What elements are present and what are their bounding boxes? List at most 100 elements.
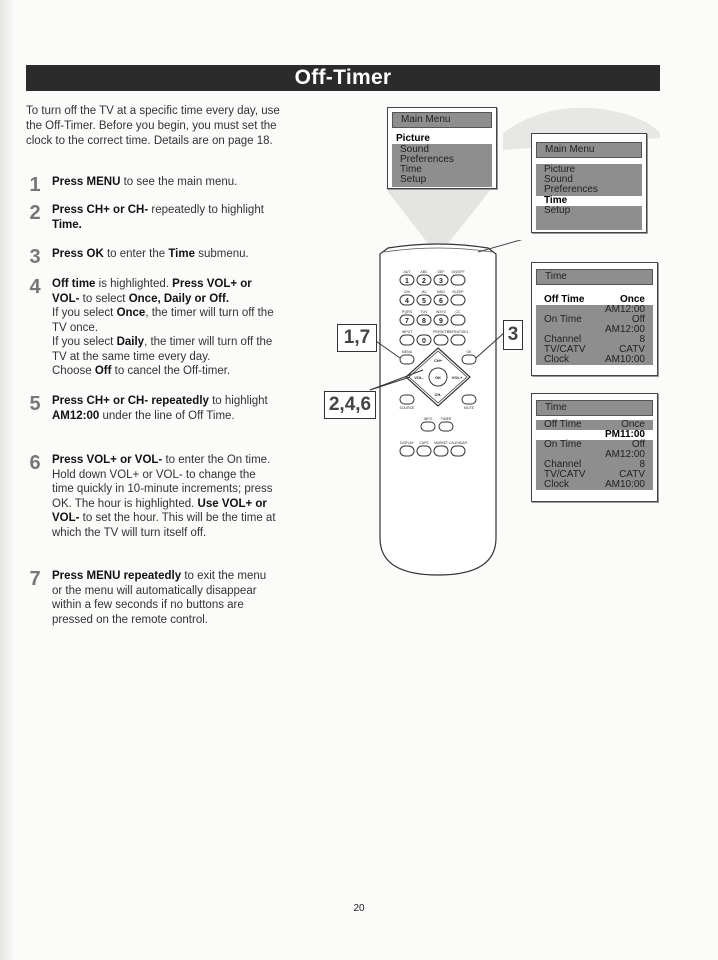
remote-key	[416, 314, 432, 326]
key-label: TIMER	[441, 417, 452, 421]
step-bold: Off	[94, 365, 112, 377]
key-label: PQRS	[402, 310, 413, 314]
remote-key	[433, 314, 449, 326]
key-digit: 0	[422, 338, 426, 345]
intro-text: To turn off the TV at a specific time ev…	[26, 105, 280, 147]
step-bold: Once, Daily or Off.	[128, 292, 230, 305]
key-digit: 9	[439, 318, 443, 325]
mute-key	[461, 394, 477, 405]
remote-key	[450, 274, 466, 286]
menu-item: Picture	[388, 134, 496, 144]
menu-item: Time	[536, 196, 642, 206]
source-key	[399, 394, 415, 405]
main-menu-screen-1: Main Menu Picture Sound Preferences Time…	[387, 107, 497, 189]
step-number: 4	[29, 276, 41, 298]
remote-control: AUT ABC DEF ON/OFF GHI JKL MNO SLEEP PQR…	[369, 240, 523, 576]
step-text: to set the hour. This will be the time a…	[52, 512, 276, 539]
key-label: OK	[466, 350, 472, 354]
step-text: If you select	[52, 336, 117, 348]
step-text: to enter the	[103, 248, 169, 260]
step-text: , the timer will turn off the TV at the …	[52, 336, 273, 363]
timer-key	[438, 421, 454, 432]
key-digit: 4	[405, 298, 409, 305]
menu-header: Time	[536, 400, 653, 416]
callout-line	[475, 331, 506, 359]
callout-2-4-6: 2,4,6	[324, 391, 376, 419]
remote-key	[416, 274, 432, 286]
step-number: 3	[29, 246, 41, 268]
remote-key	[450, 334, 466, 346]
remote-key	[399, 334, 415, 346]
step-5: 5 Press CH+ or CH- repeatedly to highlig…	[26, 394, 276, 423]
remote-key	[416, 445, 432, 457]
ok-center-label: OK	[435, 375, 441, 380]
callout-1-7: 1,7	[337, 324, 377, 352]
menu-item: Picture	[544, 164, 576, 175]
key-label: DEF	[438, 270, 445, 274]
menu-header: Time	[536, 269, 653, 285]
step-text: is highlighted.	[95, 278, 173, 290]
info-key	[420, 421, 436, 432]
step-text: , the timer will turn off the TV once.	[52, 307, 274, 334]
key-digit: 8	[422, 318, 426, 325]
step-number: 6	[29, 452, 41, 474]
dpad-center	[428, 367, 448, 387]
step-7: 7 Press MENU repeatedly to exit the menu…	[26, 569, 276, 627]
step-bold: Press MENU repeatedly	[52, 570, 182, 582]
step-text: to cancel the Off-timer.	[111, 365, 231, 377]
menu-item: Setup	[544, 205, 571, 216]
page-number: 20	[353, 903, 365, 914]
remote-key	[450, 445, 466, 457]
step-text: If you select	[52, 307, 117, 319]
step-number: 5	[29, 393, 41, 415]
menu-header: Main Menu	[536, 142, 642, 158]
step-bold: Press CH+ or CH- repeatedly	[52, 395, 209, 407]
key-digit: 7	[405, 318, 409, 325]
key-label: REPEAT/SEL	[447, 330, 468, 334]
key-label: CC	[455, 310, 461, 314]
step-bold: Once	[116, 307, 146, 319]
step-1: 1 Press MENU to see the main menu.	[26, 175, 276, 195]
key-label: INFO	[424, 417, 433, 421]
key-digit: 2	[422, 278, 426, 285]
key-label: MNO	[437, 290, 445, 294]
step-text: under the line of Off Time.	[99, 409, 235, 422]
step-text: to enter the On time. Hold down VOL+ or …	[52, 454, 273, 510]
menu-item: Sound	[544, 174, 573, 185]
step-bold: Use VOL+ or VOL-	[52, 497, 267, 525]
remote-key	[416, 294, 432, 306]
callout-line	[369, 369, 424, 391]
remote-key	[399, 314, 415, 326]
menu-item: Preferences	[400, 154, 454, 165]
menu-key	[399, 354, 415, 365]
time-row: AM12:00	[604, 449, 645, 460]
pointer-line	[477, 240, 523, 253]
key-label: SOURCE	[400, 406, 416, 410]
key-label: SLEEP	[452, 290, 464, 294]
step-bold: Press VOL+ or VOL-	[52, 454, 163, 466]
step-6: 6 Press VOL+ or VOL- to enter the On tim…	[26, 453, 276, 540]
vol-up-label: VOL+	[452, 375, 463, 380]
key-label: INPUT	[402, 330, 413, 334]
menu-item: Sound	[400, 144, 429, 155]
key-label: CALENDAR	[449, 441, 468, 445]
remote-key	[450, 314, 466, 326]
menu-header: Main Menu	[392, 112, 492, 128]
step-text: submenu.	[195, 248, 249, 260]
step-bold: Press VOL+ or VOL-	[52, 278, 252, 305]
key-label: AUT	[404, 270, 412, 274]
step-number: 1	[29, 174, 41, 196]
step-bold: Time.	[52, 218, 82, 231]
step-4: 4 Off time is highlighted. Press VOL+ or…	[26, 277, 276, 379]
menu-item: Preferences	[544, 184, 598, 195]
key-label: GHI	[404, 290, 410, 294]
remote-top-edge	[383, 247, 493, 253]
step-text: to highlight	[208, 395, 268, 407]
